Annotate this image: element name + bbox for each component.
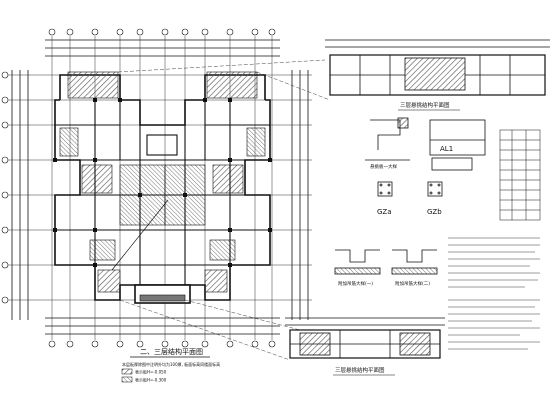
column-details — [377, 181, 443, 197]
columns — [53, 98, 272, 267]
beam-detail-al1 — [429, 119, 486, 171]
legend-label-1: 表示板H=-0.050 — [135, 369, 167, 375]
axis-bubbles-top — [48, 28, 276, 36]
interior-beams — [55, 100, 270, 285]
plan-title: 二、三层结构平面图 — [140, 347, 203, 356]
top-dimension-lines — [45, 39, 280, 57]
floor-plan — [1, 28, 312, 348]
detail-plan-bottom — [285, 317, 445, 359]
axis-bubbles-left — [1, 71, 9, 304]
plan-note: 本层板厚除图中注明外均为100厚, 板面标高同楼面标高 — [122, 361, 220, 367]
diagonal-beam — [111, 199, 169, 271]
legend-label-2: 表示板H=-0.300 — [135, 377, 167, 383]
gz-a-label: GZa — [377, 208, 392, 216]
detail-top-title: 三层悬挑结构平面图 — [400, 101, 450, 109]
legend-swatch-2 — [121, 376, 133, 383]
beam-details — [334, 249, 438, 275]
section-detail-1 — [365, 117, 410, 161]
axis-bubbles-bottom — [48, 340, 276, 348]
gz-b-label: GZb — [427, 208, 442, 216]
legend-swatch-1 — [121, 368, 133, 375]
al1-label: AL1 — [440, 145, 453, 153]
detail-plan-top — [325, 39, 550, 96]
hatched-slabs — [59, 71, 266, 302]
leader-lines — [117, 59, 331, 361]
notes-block — [448, 237, 540, 350]
rebar-table — [499, 129, 541, 221]
beam-label-2: 附加吊筋大样(二) — [395, 280, 430, 287]
detail-bottom-title: 三层悬挑结构平面图 — [335, 366, 385, 374]
section-1-label: 悬挑板一大样 — [370, 163, 397, 170]
beam-label-1: 附加吊筋大样(一) — [338, 280, 373, 287]
bottom-dimension-lines — [45, 317, 280, 335]
